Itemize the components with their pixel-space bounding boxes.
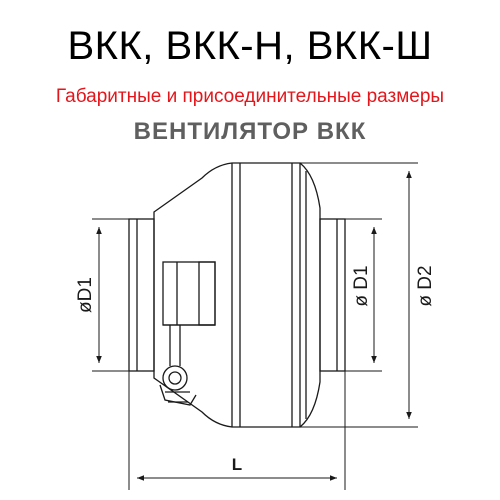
dimension-d2 [300, 162, 418, 428]
label-length: L [232, 455, 242, 474]
dimension-left-d1 [92, 218, 129, 372]
label-d2: ø D2 [415, 265, 436, 306]
page-subtitle: Габаритные и присоединительные размеры [55, 86, 445, 107]
left-inlet-collar [128, 218, 155, 372]
label-left-d1: øD1 [75, 277, 96, 313]
right-outlet-collar [319, 218, 346, 372]
dimension-right-d1 [345, 218, 382, 372]
fan-outline [128, 162, 346, 428]
page-title: ВКК, ВКК-Н, ВКК-Ш [67, 24, 433, 68]
product-name: ВЕНТИЛЯТОР ВКК [133, 118, 367, 145]
motor-housing [153, 162, 321, 428]
label-right-d1: ø D1 [351, 265, 372, 306]
cable-gland [159, 325, 197, 406]
dimension-lines [92, 162, 418, 490]
dimension-length [128, 371, 346, 490]
terminal-box [162, 261, 216, 326]
